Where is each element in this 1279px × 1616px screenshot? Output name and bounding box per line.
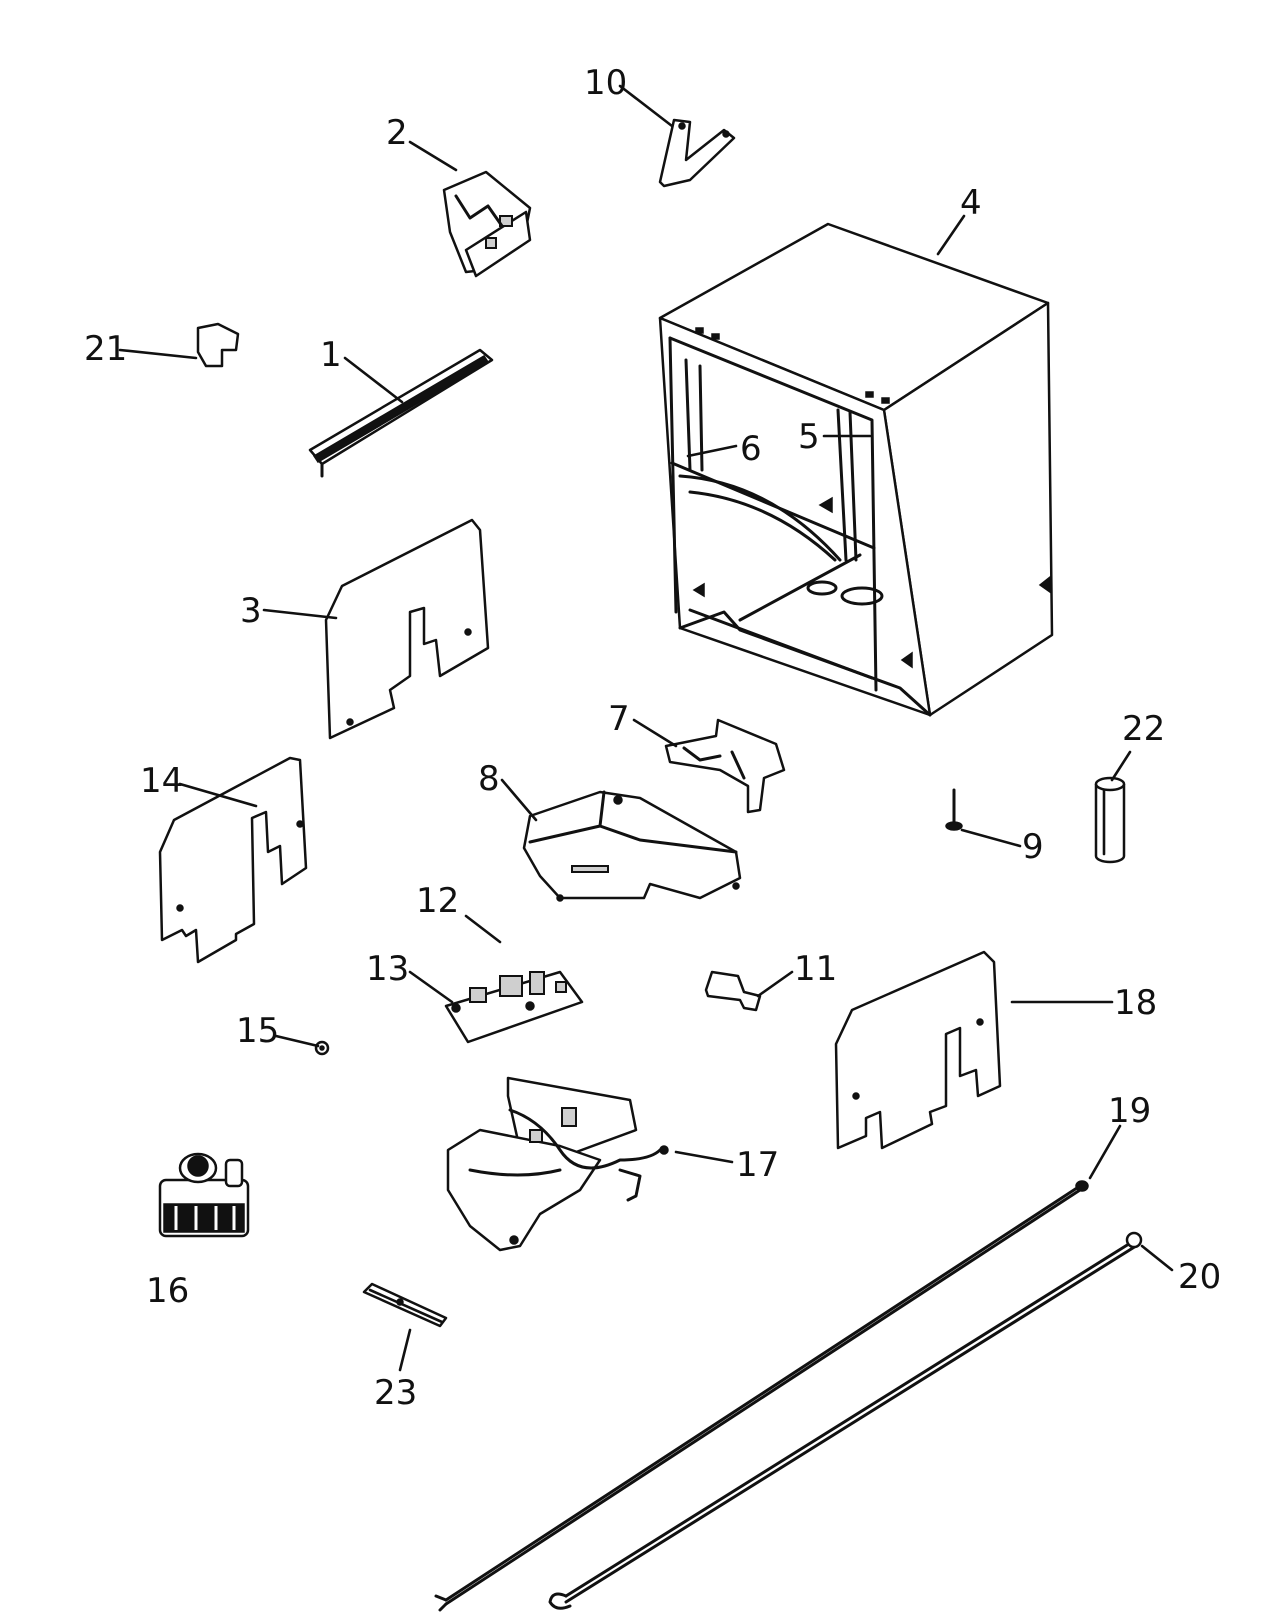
part-label-8: 8 <box>478 759 500 799</box>
part-label-15: 15 <box>236 1011 279 1051</box>
part-21-clip <box>196 322 240 368</box>
part-13-board <box>444 970 584 1044</box>
part-label-18: 18 <box>1114 983 1157 1023</box>
part-label-16: 16 <box>146 1271 189 1311</box>
leader-20 <box>1140 1244 1174 1272</box>
leader-4 <box>936 214 966 256</box>
leader-15 <box>274 1034 320 1048</box>
part-3-panel <box>324 518 490 740</box>
part-label-13: 13 <box>366 949 409 989</box>
leader-7 <box>632 718 678 748</box>
part-label-9: 9 <box>1022 827 1044 867</box>
part-label-4: 4 <box>960 183 982 223</box>
part-label-17: 17 <box>736 1145 779 1185</box>
part-label-11: 11 <box>794 949 837 989</box>
part-label-3: 3 <box>240 591 262 631</box>
part-20-wire <box>548 1231 1143 1610</box>
leader-1 <box>343 356 404 404</box>
part-label-19: 19 <box>1108 1091 1151 1131</box>
leader-3 <box>262 608 338 620</box>
part-18-panel <box>834 950 1002 1150</box>
part-22-cylinder <box>1094 776 1126 864</box>
leader-8 <box>500 778 538 822</box>
part-9-screw <box>945 788 963 831</box>
part-label-22: 22 <box>1122 709 1165 749</box>
leader-14 <box>178 782 258 808</box>
part-label-2: 2 <box>386 113 408 153</box>
part-15-screw <box>314 1040 330 1056</box>
leader-lines <box>118 84 1174 1372</box>
part-label-14: 14 <box>140 761 183 801</box>
part-label-6: 6 <box>740 429 762 469</box>
leader-10 <box>618 84 674 128</box>
part-2-module <box>442 170 532 278</box>
leader-2 <box>408 140 458 172</box>
part-7-bracket <box>664 718 786 814</box>
part-label-23: 23 <box>374 1373 417 1413</box>
part-16-valve <box>158 1152 250 1238</box>
leader-17 <box>674 1150 734 1164</box>
leader-23 <box>398 1328 412 1372</box>
part-10-bracket <box>658 118 736 188</box>
part-23-strip <box>362 1282 448 1328</box>
part-label-5: 5 <box>798 417 820 457</box>
part-labels: 1 2 3 4 5 6 7 8 9 10 11 12 13 14 15 16 1… <box>84 63 1221 1413</box>
part-label-20: 20 <box>1178 1257 1221 1297</box>
part-4-tub <box>658 222 1054 717</box>
part-14-panel <box>158 756 308 964</box>
leader-6 <box>686 444 738 458</box>
leader-22 <box>1110 750 1132 782</box>
part-label-21: 21 <box>84 329 127 369</box>
part-17-harness <box>446 1076 669 1252</box>
leader-21 <box>118 348 198 360</box>
leader-11 <box>756 970 794 998</box>
part-label-10: 10 <box>584 63 627 103</box>
part-8-housing <box>522 790 742 902</box>
leader-13 <box>408 970 454 1004</box>
part-label-7: 7 <box>608 699 630 739</box>
part-1-rail <box>308 348 494 478</box>
part-label-12: 12 <box>416 881 459 921</box>
part-11-clip <box>704 970 762 1012</box>
leader-19 <box>1088 1124 1122 1180</box>
leader-12 <box>464 914 502 944</box>
part-19-wire <box>434 1180 1089 1612</box>
leader-9 <box>960 828 1022 848</box>
part-label-1: 1 <box>320 335 342 375</box>
